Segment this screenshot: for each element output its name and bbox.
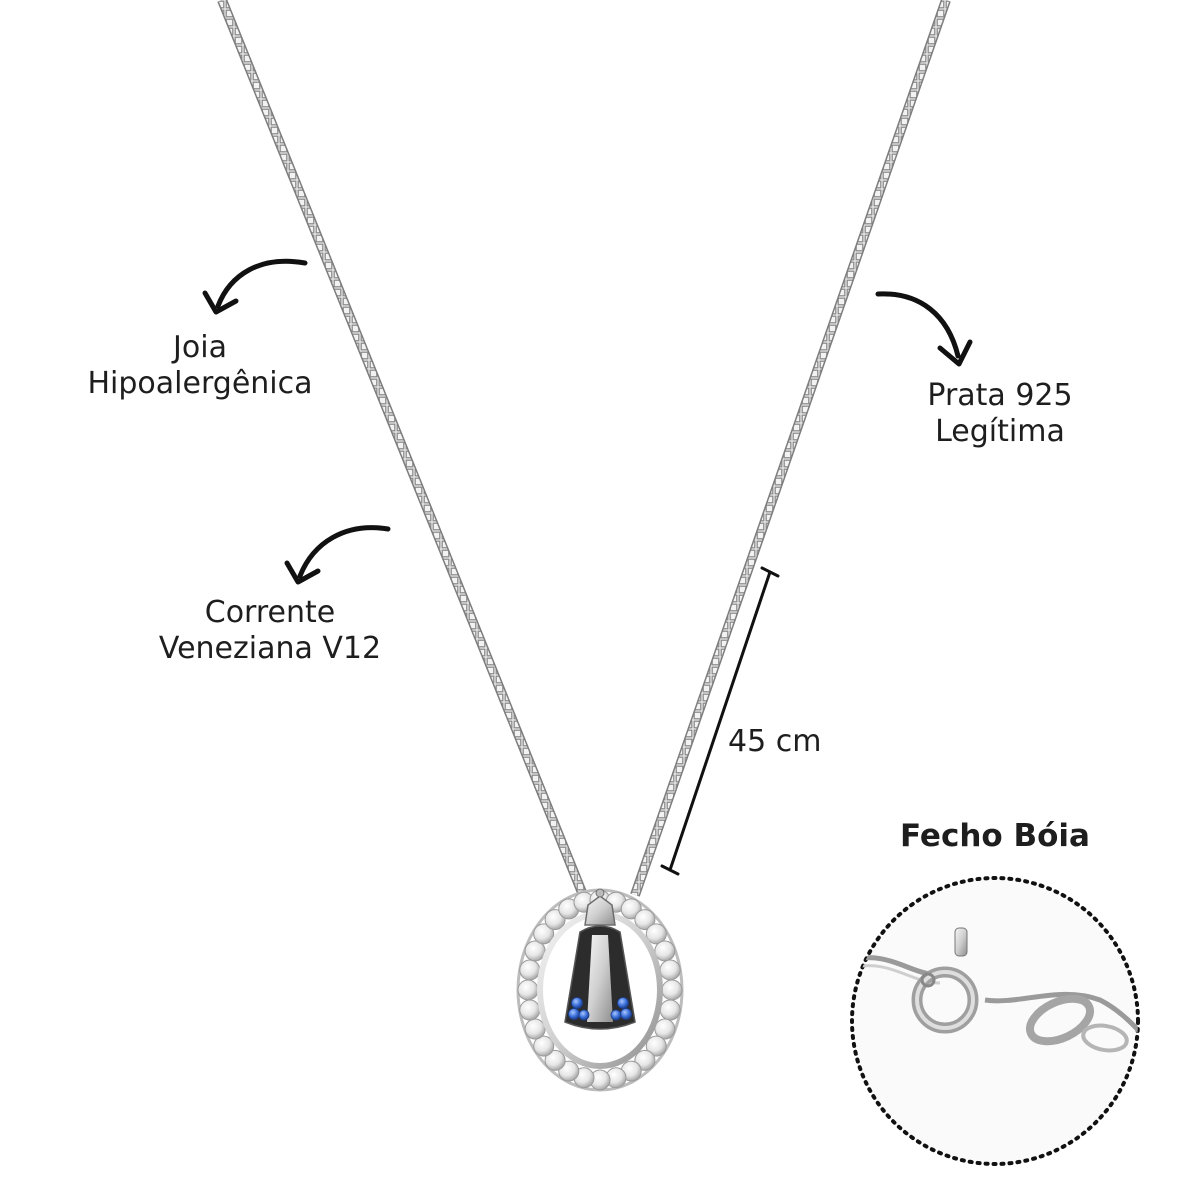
- callout-line: Corrente: [204, 595, 336, 630]
- silver-callout: Prata 925 Legítima: [890, 378, 1110, 450]
- length-label: 45 cm: [728, 724, 822, 759]
- zirconia-stone: [661, 979, 683, 1001]
- curved-arrow-icon: [284, 525, 391, 585]
- clasp-detail: [850, 876, 1140, 1166]
- curved-arrow-icon: [202, 258, 308, 315]
- zirconia-stone: [659, 959, 681, 981]
- zirconia-stone: [533, 923, 555, 945]
- zirconia-stone: [519, 959, 541, 981]
- stone-halo: [517, 889, 683, 1091]
- zirconia-stone: [659, 999, 681, 1021]
- zirconia-stone: [645, 1035, 667, 1057]
- zirconia-stone: [524, 1018, 546, 1040]
- zirconia-stone: [634, 909, 656, 931]
- curved-arrow-icon: [875, 291, 973, 367]
- callout-line: Prata 925: [927, 378, 1073, 413]
- zirconia-stone: [519, 999, 541, 1021]
- callout-line: Joia: [173, 330, 227, 365]
- zirconia-stone: [544, 1049, 566, 1071]
- pendant: [516, 888, 684, 1092]
- hypoallergenic-callout: Joia Hipoalergênica: [60, 330, 340, 402]
- chain: [217, 0, 951, 897]
- chain-callout: Corrente Veneziana V12: [130, 595, 410, 667]
- zirconia-stone: [645, 923, 667, 945]
- callout-line: Hipoalergênica: [87, 366, 313, 401]
- zirconia-stone: [533, 1035, 555, 1057]
- dimension-line-icon: [660, 566, 780, 876]
- callout-line: Veneziana V12: [158, 631, 382, 666]
- zirconia-stone: [517, 979, 539, 1001]
- our-lady-figure: [564, 888, 636, 1030]
- clasp-title: Fecho Bóia: [900, 818, 1090, 854]
- callout-line: Legítima: [935, 414, 1065, 449]
- zirconia-stone: [654, 940, 676, 962]
